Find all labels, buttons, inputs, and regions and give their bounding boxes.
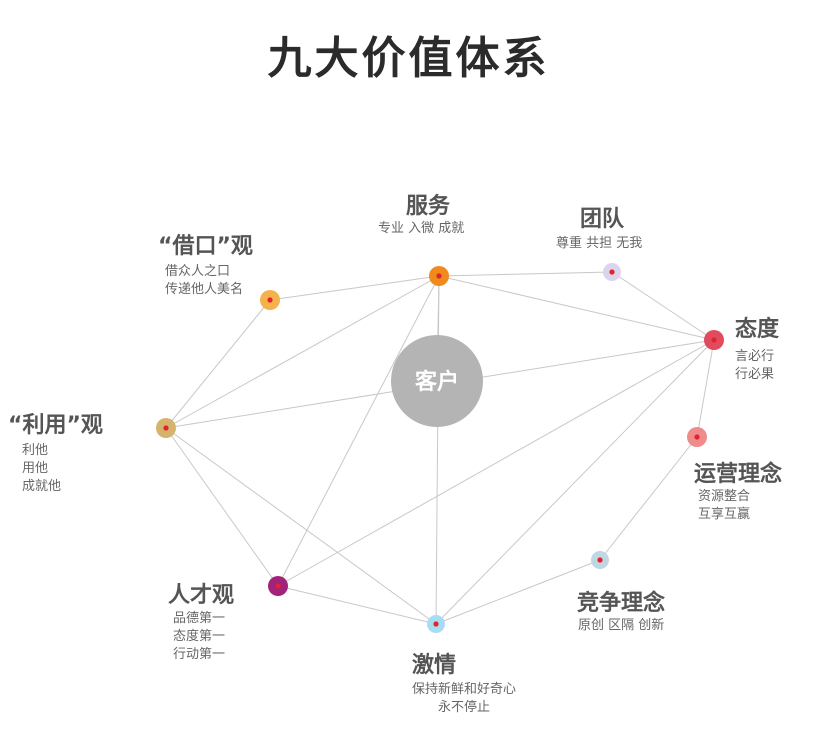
edge-fuwu-tuandui [438, 271, 613, 277]
node-sub-tuandui: 尊重 共担 无我 [556, 235, 642, 253]
edge-fuwu-jiqing [435, 275, 440, 625]
node-dot-jingzheng [597, 557, 603, 563]
node-title-jiqing: 激情 [412, 653, 457, 678]
edge-layer [165, 271, 715, 625]
node-line: 专业 入微 成就 [378, 221, 465, 236]
node-line: 品德第一 [173, 611, 226, 626]
node-title-jingzheng: 竞争理念 [577, 591, 666, 616]
center-label: 客户 [415, 369, 459, 395]
edge-fuwu-rencai [277, 275, 440, 587]
node-sub-yunying: 资源整合 互享互赢 [698, 488, 750, 524]
node-dot-taidu [711, 337, 717, 343]
node-dot-liyong [163, 425, 169, 431]
edge-fuwu-liyong [165, 275, 440, 429]
node-line: 行必果 [735, 367, 775, 382]
edge-tuandui-taidu [611, 271, 715, 341]
node-line: 资源整合 [698, 489, 751, 504]
node-dot-jiqing [433, 621, 439, 627]
node-line: 言必行 [735, 349, 775, 364]
edge-taidu-yunying [696, 339, 715, 438]
node-dot-rencai [275, 583, 281, 589]
node-line: 尊重 共担 无我 [556, 236, 643, 251]
node-title-jiekou: “借口”观 [158, 234, 253, 259]
node-sub-fuwu: 专业 入微 成就 [378, 220, 464, 238]
node-line: 互享互赢 [698, 507, 751, 522]
node-sub-taidu: 言必行 行必果 [735, 348, 774, 384]
node-title-fuwu: 服务 [406, 194, 451, 219]
center-node: 客户 [391, 335, 483, 427]
edge-yunying-jingzheng [599, 436, 698, 561]
node-line: 传递他人美名 [165, 282, 244, 297]
node-line: 用他 [22, 461, 49, 476]
node-title-taidu: 态度 [735, 317, 780, 342]
edge-jiekou-liyong [165, 299, 271, 429]
edge-fuwu-taidu [438, 275, 715, 341]
node-layer [156, 263, 724, 633]
edge-taidu-rencai [277, 339, 715, 587]
edge-jiqing-rencai [277, 585, 437, 625]
node-line: 行动第一 [173, 647, 226, 662]
node-sub-liyong: 利他 用他 成就他 [22, 442, 61, 496]
node-dot-tuandui [609, 269, 615, 275]
node-line: 借众人之口 [165, 264, 231, 279]
node-sub-rencai: 品德第一 态度第一 行动第一 [173, 610, 225, 664]
node-title-rencai: 人才观 [168, 583, 235, 608]
node-line: 成就他 [22, 479, 62, 494]
node-dot-jiekou [267, 297, 273, 303]
node-sub-jingzheng: 原创 区隔 创新 [578, 617, 664, 635]
node-dot-fuwu [436, 273, 442, 279]
node-dot-yunying [694, 434, 700, 440]
node-line: 利他 [22, 443, 49, 458]
node-title-liyong: “利用”观 [8, 413, 103, 438]
node-line: 原创 区隔 创新 [578, 618, 665, 633]
edge-jingzheng-jiqing [435, 559, 601, 625]
node-sub-jiekou: 借众人之口 传递他人美名 [165, 263, 243, 299]
node-line: 态度第一 [173, 629, 226, 644]
edge-liyong-rencai [165, 427, 279, 587]
edge-taidu-jiqing [435, 339, 715, 625]
edge-jiqing-liyong [165, 427, 437, 625]
node-line: 保持新鲜和好奇心 [412, 682, 517, 697]
edge-jiekou-fuwu [269, 275, 440, 301]
node-title-tuandui: 团队 [580, 207, 625, 232]
center-circle [391, 335, 483, 427]
node-line: 永不停止 [438, 700, 491, 715]
node-title-yunying: 运营理念 [694, 462, 783, 487]
page-title: 九大价值体系 [267, 33, 550, 84]
node-sub-jiqing: 保持新鲜和好奇心 永不停止 [412, 681, 516, 717]
